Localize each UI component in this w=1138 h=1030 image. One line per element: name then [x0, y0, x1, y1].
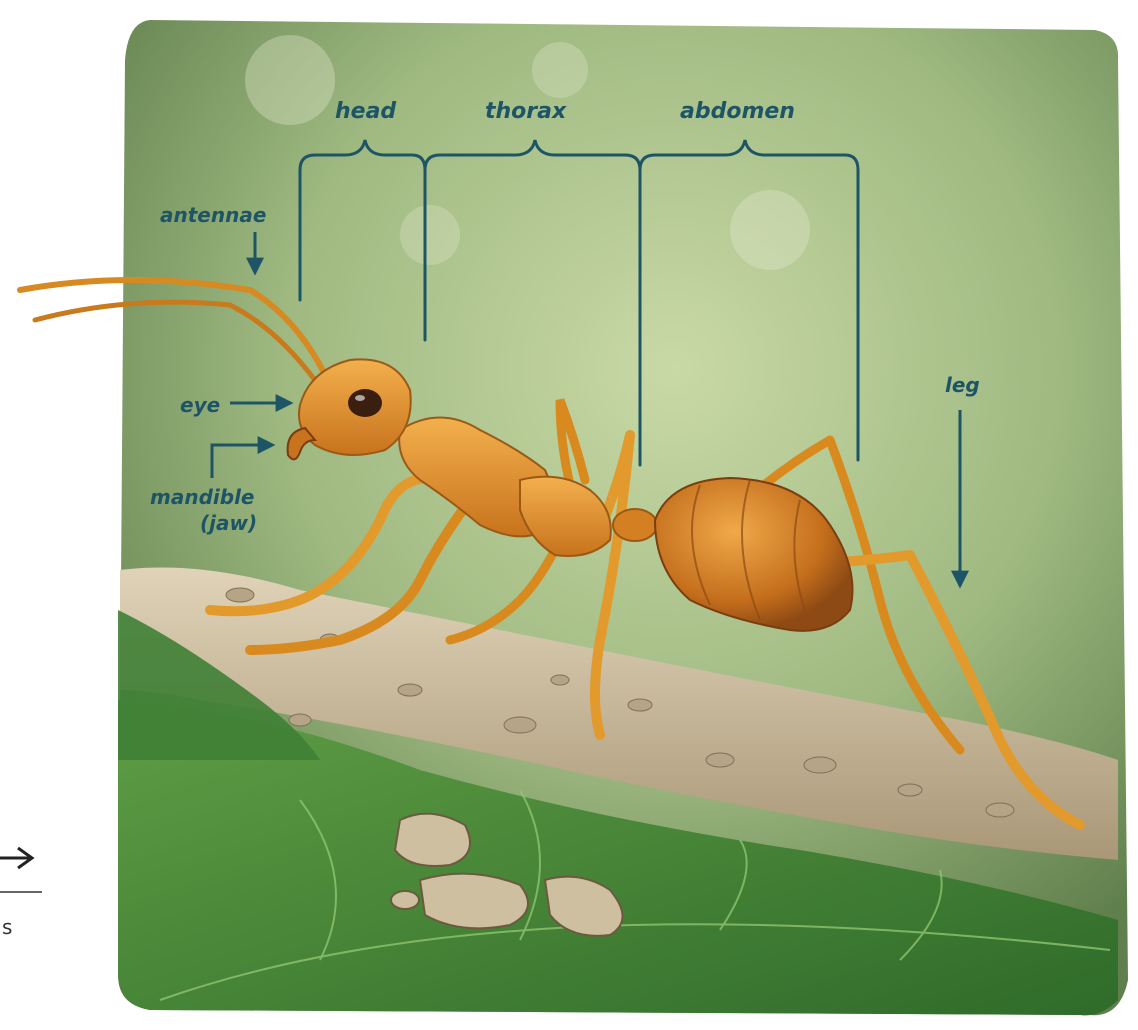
ant-petiole — [613, 509, 657, 541]
label-antennae: antennae — [160, 203, 266, 227]
label-thorax: thorax — [485, 99, 567, 124]
label-mandible: mandible — [150, 485, 254, 509]
arrow-icon — [0, 848, 32, 868]
light-bokeh — [730, 190, 810, 270]
ant-eye — [348, 389, 382, 417]
light-bokeh — [532, 42, 588, 98]
label-mandible-note: (jaw) — [200, 511, 257, 535]
ant-eye-highlight — [355, 395, 365, 401]
margin-fragment: s — [0, 848, 42, 939]
light-bokeh — [400, 205, 460, 265]
label-head: head — [335, 99, 396, 124]
label-abdomen: abdomen — [680, 99, 795, 124]
label-eye: eye — [180, 393, 220, 417]
margin-fragment-text: s — [2, 915, 12, 939]
label-leg: leg — [945, 373, 980, 397]
light-bokeh — [245, 35, 335, 125]
